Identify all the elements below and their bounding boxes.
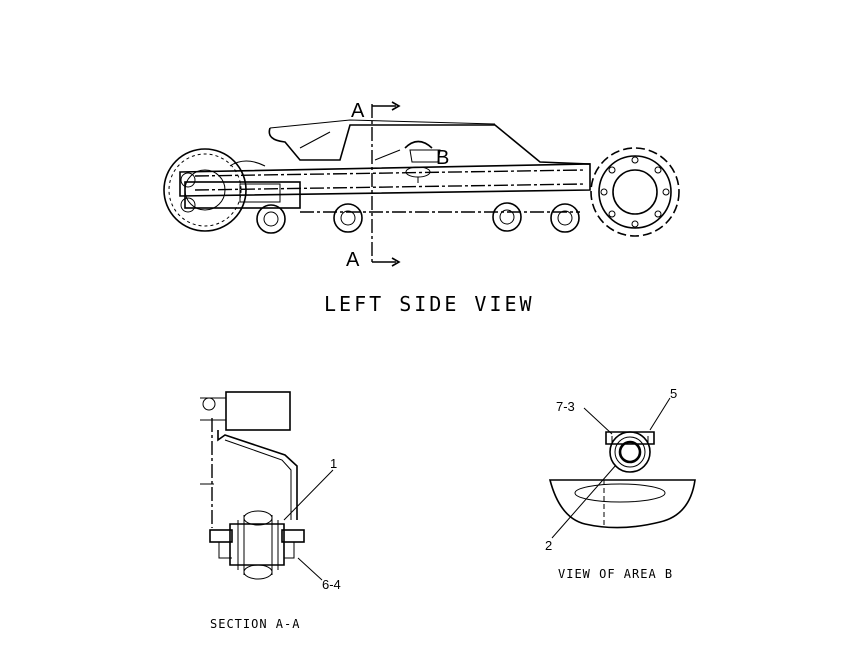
callout-6-4: 6-4: [322, 577, 341, 592]
section-aa-title: SECTION A-A: [210, 617, 300, 631]
view-area-b-title: VIEW OF AREA B: [558, 567, 673, 581]
track-frame: [179, 119, 591, 213]
callout-2: 2: [545, 538, 552, 553]
section-marker-top-a: A: [351, 100, 365, 122]
area-marker-b: B: [436, 147, 449, 169]
front-idler: [163, 148, 247, 232]
track-rollers: [256, 202, 580, 234]
callout-7-3: 7-3: [556, 399, 575, 414]
callout-5: 5: [670, 386, 677, 401]
section-marker-bottom-a: A: [346, 249, 360, 271]
area-b-drawing: [548, 397, 696, 539]
left-side-view-title: LEFT SIDE VIEW: [324, 292, 535, 316]
section-line-aa: [371, 101, 401, 267]
section-aa-drawing: [200, 391, 334, 581]
callout-1: 1: [330, 456, 337, 471]
sprocket: [590, 147, 680, 237]
left-side-view-drawing: [163, 101, 680, 267]
